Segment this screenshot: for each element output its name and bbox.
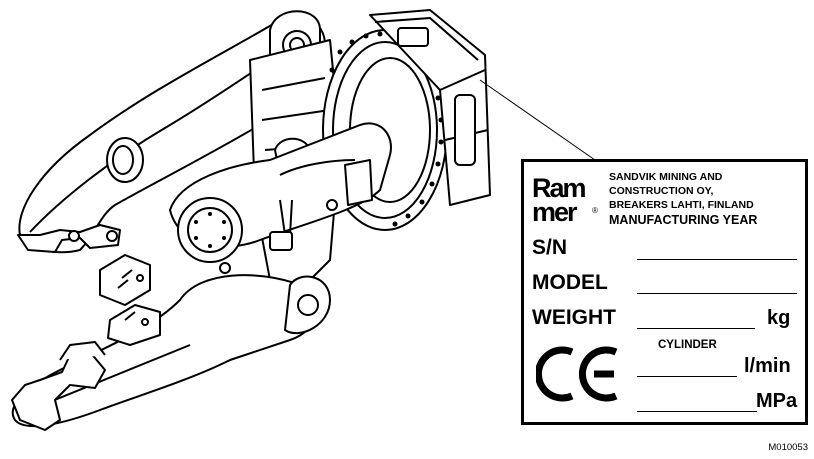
weight-field-line <box>637 328 755 329</box>
sn-field-line <box>637 259 797 260</box>
rammer-logo: Ram mer ® <box>532 173 602 228</box>
flow-field-line <box>637 376 737 377</box>
blade-insert <box>99 254 151 306</box>
manufacturing-year-label: MANUFACTURING YEAR <box>609 213 758 227</box>
registered-mark: ® <box>592 206 598 215</box>
flow-unit: l/min <box>744 355 791 377</box>
manufacturer-block: SANDVIK MINING AND CONSTRUCTION OY, BREA… <box>609 170 757 228</box>
cylinder-label: CYLINDER <box>658 339 717 351</box>
model-label: MODEL <box>532 271 608 294</box>
lower-jaw <box>11 274 317 427</box>
logo-text-bottom: mer <box>532 197 578 227</box>
logo-text-top: Ram <box>532 173 587 203</box>
company-line-2: CONSTRUCTION OY, <box>609 185 714 197</box>
pressure-unit: MPa <box>756 390 798 412</box>
company-line-1: SANDVIK MINING AND <box>609 171 723 183</box>
weight-label: WEIGHT <box>532 306 616 329</box>
hydraulic-hose <box>279 199 293 236</box>
weight-unit: kg <box>767 307 791 329</box>
ce-mark-icon <box>536 346 618 402</box>
model-field-line <box>637 293 797 294</box>
company-line-3: BREAKERS LAHTI, FINLAND <box>609 199 754 211</box>
sn-label: S/N <box>532 236 568 259</box>
leader-line <box>479 79 596 161</box>
drawing-code: M010053 <box>768 442 808 453</box>
pressure-field-line <box>637 411 757 412</box>
identification-plate: Ram mer ® SANDVIK MINING AND CONSTRUCTIO… <box>521 159 808 425</box>
lower-jaw-teeth <box>11 351 106 431</box>
